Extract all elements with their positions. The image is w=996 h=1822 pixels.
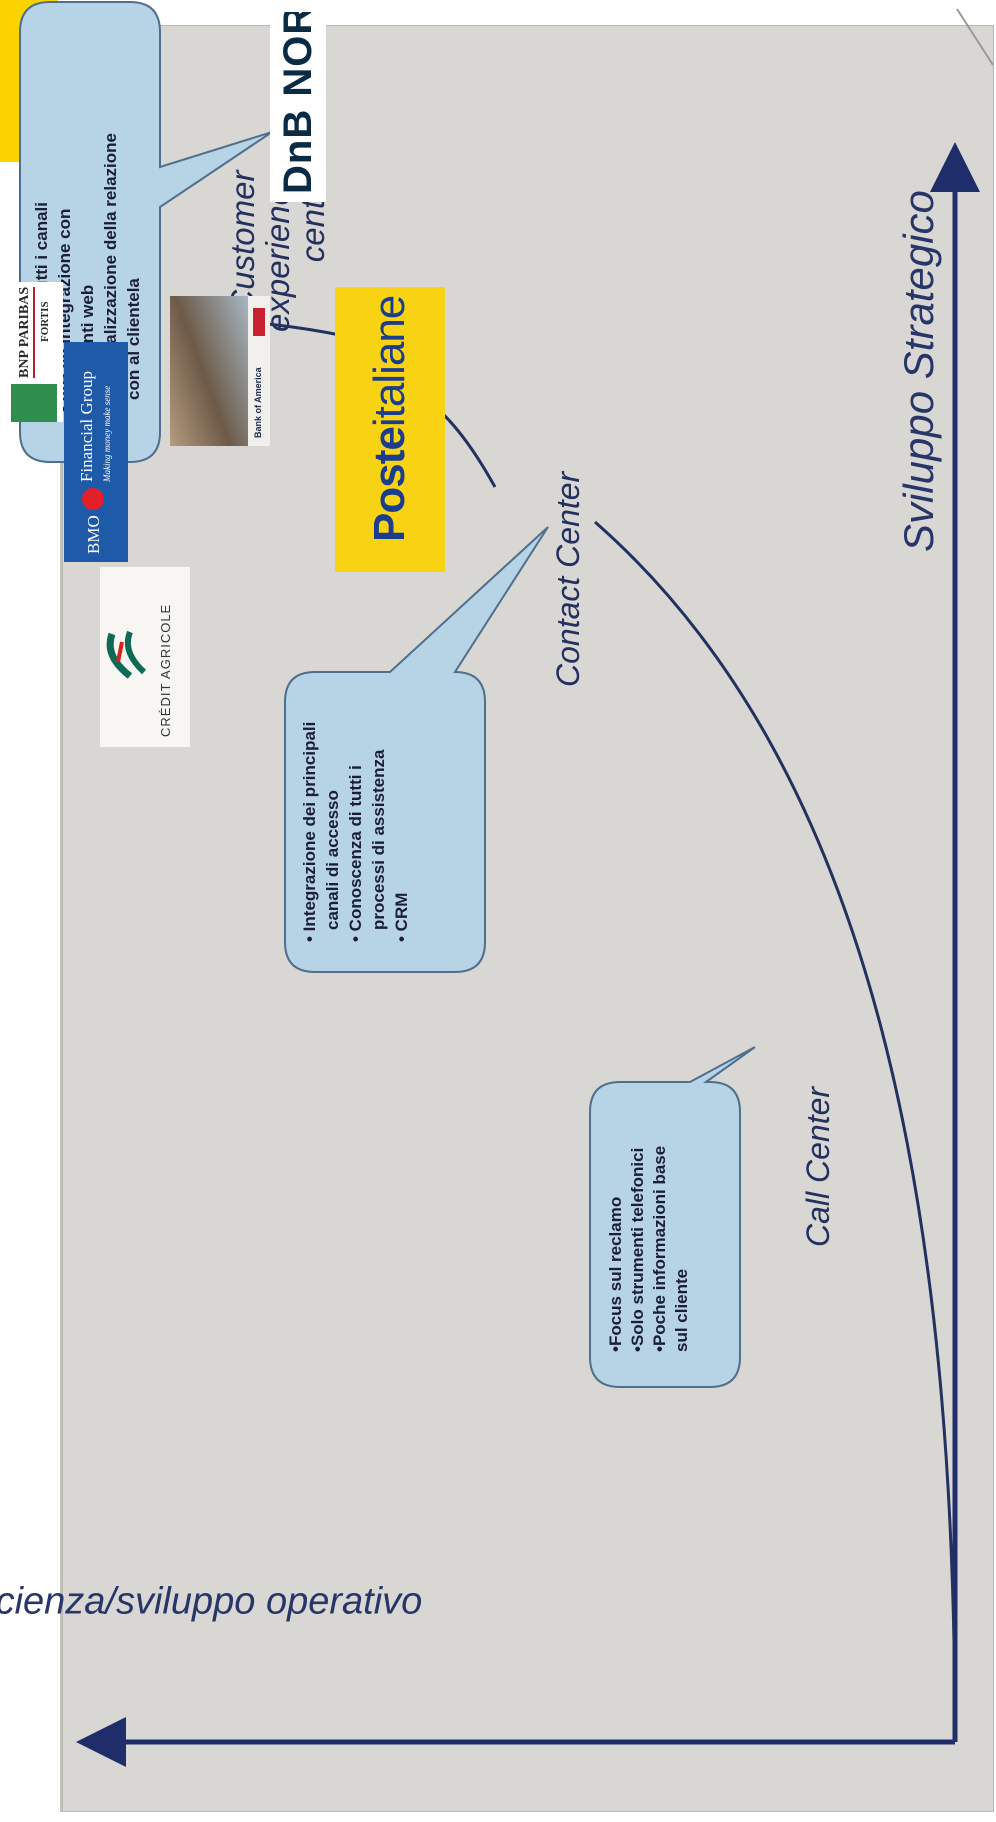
pencil-mark-icon xyxy=(956,8,994,66)
credit-agricole-logo: CRÉDIT AGRICOLE xyxy=(100,567,190,747)
bubble-contact-center-text: • Integrazione dei principali canali di … xyxy=(298,662,413,942)
poste-italiane-logo: Posteitaliane xyxy=(335,287,445,572)
credit-agricole-name: CRÉDIT AGRICOLE xyxy=(158,603,173,737)
bnp-name: BNP PARIBAS xyxy=(17,286,35,378)
bnp-fortis: FORTIS xyxy=(39,301,51,342)
bubble-line: •Focus sul reclamo xyxy=(606,1196,625,1352)
bmo-tagline: Making money make sense xyxy=(102,385,112,482)
bubble-line: • CRM xyxy=(392,892,411,942)
bnp-paribas-fortis-logo: BNP PARIBAS FORTIS xyxy=(5,282,63,422)
bank-of-america-name: Bank of America xyxy=(253,367,263,438)
bank-of-america-logo: Bank of America xyxy=(170,296,270,446)
poste-regular: italiane xyxy=(365,295,414,428)
bubble-line: sul cliente xyxy=(672,1268,691,1352)
bank-of-america-flag-icon xyxy=(253,308,265,336)
bubble-line: • Integrazione dei principali xyxy=(300,721,319,942)
development-curve xyxy=(594,520,957,1743)
bubble-line: • Conoscenza di tutti i xyxy=(346,765,365,942)
bnp-stars-icon xyxy=(11,384,57,422)
bubble-line: •Poche informazioni base xyxy=(650,1145,669,1352)
bubble-call-center xyxy=(589,1046,756,1388)
stage-contact-center: Contact Center xyxy=(550,471,586,687)
bank-of-america-bar: Bank of America xyxy=(248,296,270,446)
bmo-group-name: Financial Group xyxy=(77,371,96,482)
bubble-contact-center xyxy=(284,526,549,973)
bank-of-america-photo xyxy=(170,296,248,446)
dnb-nor-logo: DnB NOR xyxy=(270,12,326,202)
dnb-wordmark: DnB NOR xyxy=(276,12,320,194)
poste-italiane-wordmark: Posteitaliane xyxy=(365,296,415,542)
y-axis-label: Efficienza/sviluppo operativo xyxy=(0,1580,423,1623)
credit-agricole-mark-icon xyxy=(104,628,148,682)
bubble-call-center-text: •Focus sul reclamo •Solo strumenti telef… xyxy=(605,1092,693,1352)
bmo-roundel-icon xyxy=(82,488,104,510)
bubble-line: •Solo strumenti telefonici xyxy=(628,1147,647,1352)
poste-bold: Poste xyxy=(365,427,414,542)
bubble-line: processi di assistenza xyxy=(369,749,388,930)
stage-call-center: Call Center xyxy=(800,1086,836,1247)
x-axis-label: Sviluppo Strategico xyxy=(895,190,942,552)
bmo-wordmark: BMO xyxy=(84,515,103,554)
bubble-line: canali di accesso xyxy=(323,790,342,930)
bmo-logo: BMO Financial Group Making money make se… xyxy=(64,342,128,562)
